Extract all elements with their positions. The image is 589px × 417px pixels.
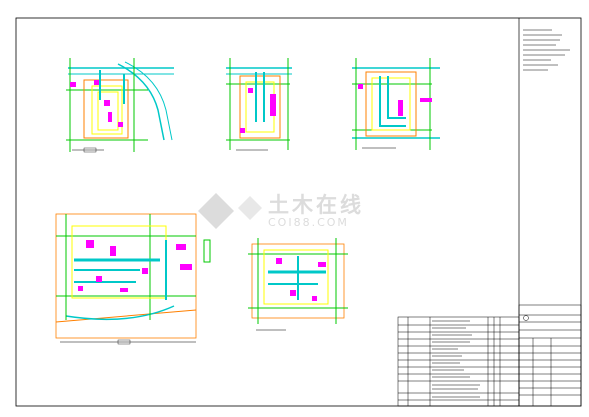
watermark-subtext: COI88.COM xyxy=(268,216,349,229)
sheet-border xyxy=(15,17,582,407)
title-block xyxy=(518,304,582,407)
plan-3 xyxy=(352,58,440,150)
watermark-logo-icon xyxy=(198,193,262,229)
drawing-list-text xyxy=(432,320,480,398)
plan-5 xyxy=(248,238,348,331)
drawing-list-table xyxy=(397,316,520,407)
plan-4 xyxy=(55,213,211,345)
plan-1 xyxy=(66,58,174,153)
general-notes xyxy=(523,29,570,71)
plan-2 xyxy=(226,58,292,151)
watermark-text: 土木在线 xyxy=(268,193,364,217)
